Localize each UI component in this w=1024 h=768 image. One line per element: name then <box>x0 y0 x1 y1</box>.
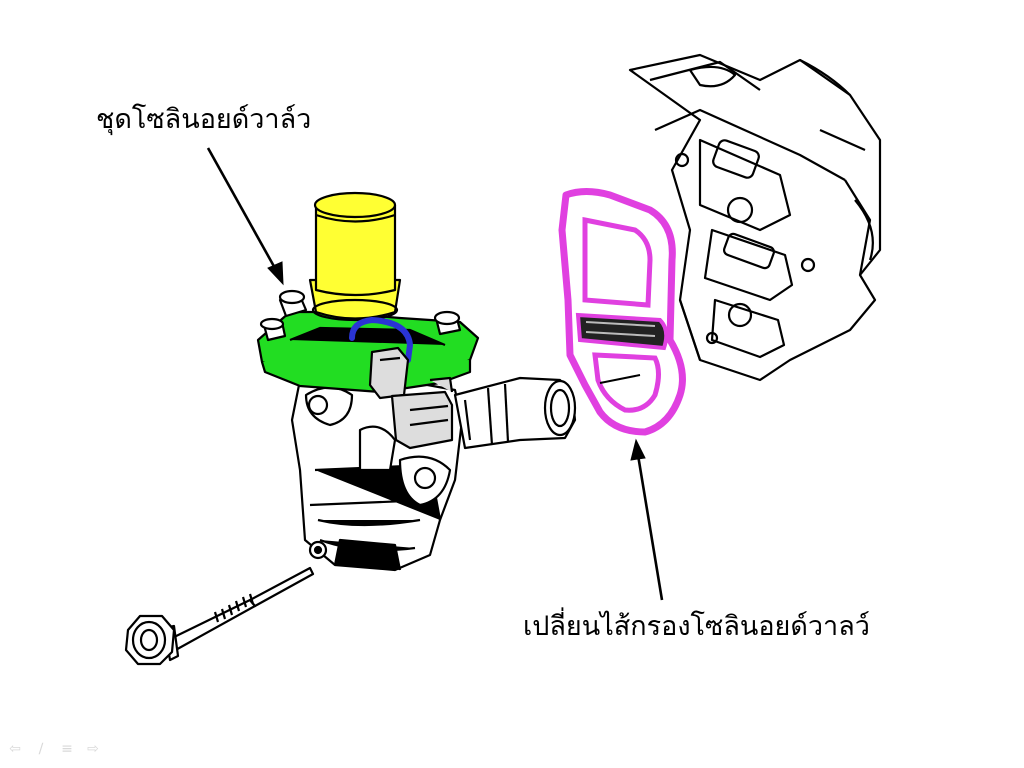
solenoid-valve-assembly <box>256 191 577 572</box>
flange-bolts <box>259 289 462 342</box>
electrical-connector <box>368 346 454 450</box>
menu-icon[interactable]: ≡ <box>61 741 73 757</box>
arrow-to-solenoid <box>206 147 278 271</box>
engine-block <box>628 53 882 382</box>
arrow-to-gasket <box>636 454 664 601</box>
replace-filter-label: เปลี่ยนไส้กรองโซลินอยด์วาลว์ <box>523 611 870 642</box>
solenoid-assembly-label: ชุดโซลินอยด์วาล์ว <box>96 104 312 135</box>
arrow-right-icon[interactable]: ⇨ <box>87 741 99 757</box>
slide-navigation: ⇦ ∕ ≡ ⇨ <box>6 741 102 757</box>
solenoid-cap <box>308 191 402 322</box>
gasket-filter <box>558 188 686 436</box>
pipe-fitting <box>453 376 577 450</box>
wire-loop <box>349 317 413 363</box>
pen-icon[interactable]: ∕ <box>38 741 44 757</box>
long-bolt <box>124 566 315 666</box>
pointer-arrows <box>206 147 664 601</box>
arrow-left-icon[interactable]: ⇦ <box>9 741 21 757</box>
